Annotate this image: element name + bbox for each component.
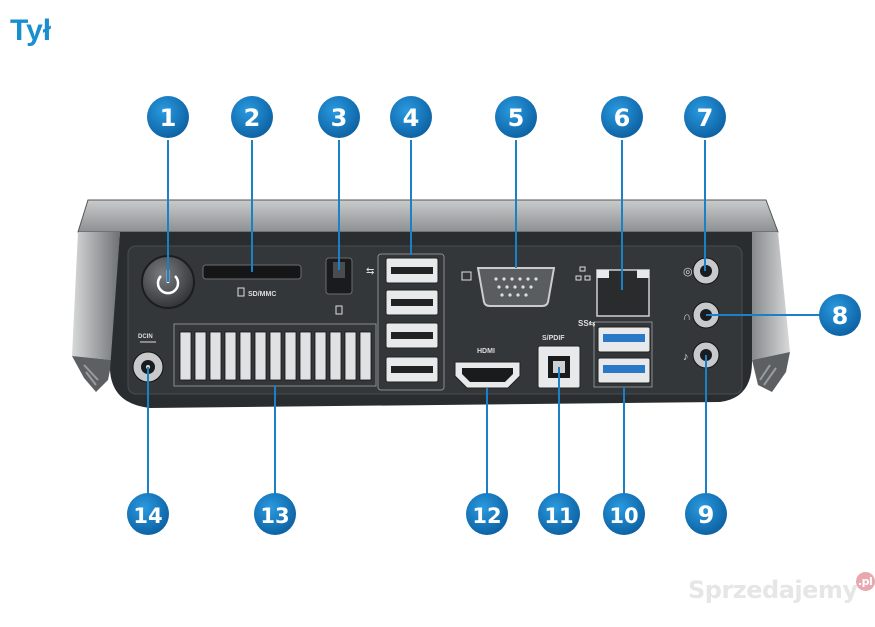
page-title: Tył bbox=[10, 14, 52, 47]
callout-badges: 1 2 3 4 5 6 7 8 9 10 11 12 13 14 bbox=[127, 96, 861, 535]
svg-text:SS⇆: SS⇆ bbox=[578, 319, 596, 328]
watermark-text: Sprzedajemy bbox=[688, 576, 858, 604]
svg-text:13: 13 bbox=[260, 504, 289, 528]
svg-text:∩: ∩ bbox=[683, 311, 691, 323]
callout-5: 5 bbox=[495, 96, 537, 138]
svg-text:♪: ♪ bbox=[683, 351, 689, 363]
callout-1: 1 bbox=[147, 96, 189, 138]
svg-text:1: 1 bbox=[160, 104, 177, 132]
svg-text:14: 14 bbox=[133, 504, 162, 528]
svg-text:◎: ◎ bbox=[683, 266, 693, 278]
usb2-ports: ⇆ bbox=[366, 253, 445, 391]
svg-text:6: 6 bbox=[614, 104, 631, 132]
callout-7: 7 bbox=[684, 96, 726, 138]
hdmi-label: HDMI bbox=[477, 348, 495, 355]
svg-text:4: 4 bbox=[403, 104, 420, 132]
callout-9: 9 bbox=[685, 493, 727, 535]
callout-11: 11 bbox=[538, 493, 580, 535]
usb3-ports: SS⇆ bbox=[578, 319, 653, 388]
sd-mmc-label: SD/MMC bbox=[248, 291, 276, 298]
svg-text:12: 12 bbox=[472, 504, 501, 528]
watermark: Sprzedajemy.pl bbox=[688, 572, 875, 604]
callout-10: 10 bbox=[603, 493, 645, 535]
hdmi-port bbox=[454, 361, 521, 389]
air-vents bbox=[173, 323, 377, 387]
audio-jacks: ◎ ∩ ♪ bbox=[683, 257, 720, 369]
callout-4: 4 bbox=[390, 96, 432, 138]
svg-text:9: 9 bbox=[698, 501, 715, 529]
watermark-suffix: .pl bbox=[855, 572, 875, 591]
svg-text:3: 3 bbox=[331, 104, 348, 132]
callout-3: 3 bbox=[318, 96, 360, 138]
callout-6: 6 bbox=[601, 96, 643, 138]
callout-13: 13 bbox=[254, 493, 296, 535]
callout-2: 2 bbox=[231, 96, 273, 138]
svg-text:11: 11 bbox=[544, 504, 573, 528]
svg-text:10: 10 bbox=[609, 504, 638, 528]
vga-port bbox=[461, 267, 556, 307]
callout-12: 12 bbox=[466, 493, 508, 535]
svg-text:8: 8 bbox=[832, 302, 849, 330]
spdif-label: S/PDIF bbox=[542, 335, 565, 342]
dcin-label: DCIN bbox=[138, 334, 153, 340]
svg-text:5: 5 bbox=[508, 104, 525, 132]
callout-14: 14 bbox=[127, 493, 169, 535]
svg-text:⇆: ⇆ bbox=[366, 266, 374, 277]
svg-text:7: 7 bbox=[697, 104, 714, 132]
leader-lines bbox=[147, 140, 820, 495]
callout-8: 8 bbox=[819, 294, 861, 336]
svg-text:2: 2 bbox=[244, 104, 261, 132]
